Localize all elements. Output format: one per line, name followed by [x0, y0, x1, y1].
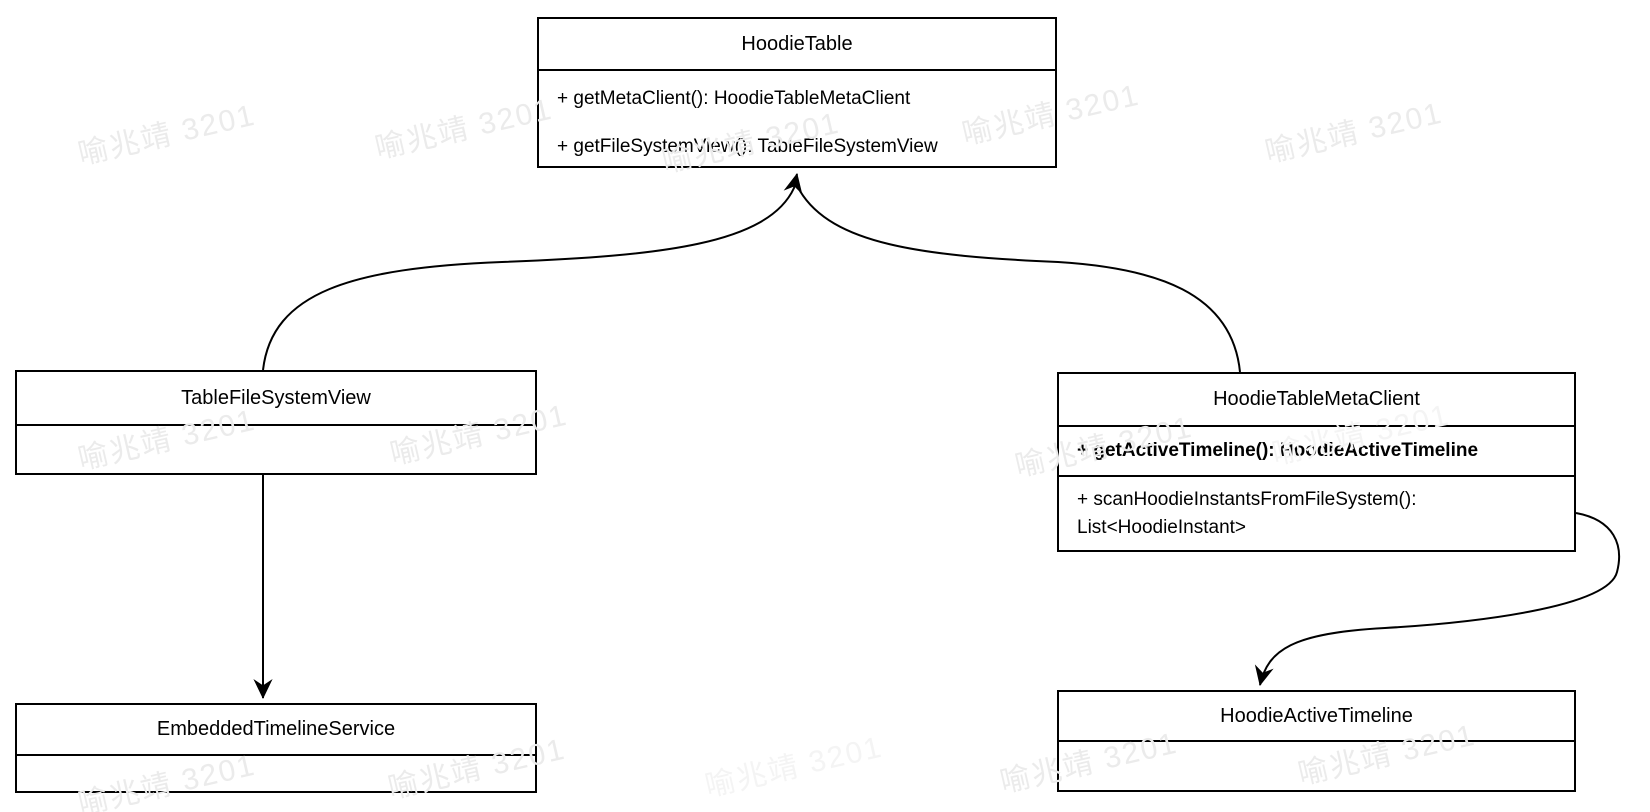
method-getfilesystemview: + getFileSystemView(): TableFileSystemVi…: [557, 136, 938, 157]
edge-tablefilesystemview-to-hoodietable: [262, 173, 803, 371]
class-methods-hoodietable: + getMetaClient(): HoodieTableMetaClient…: [539, 69, 1055, 171]
class-box-hoodieactivetimeline: HoodieActiveTimeline: [1057, 690, 1576, 792]
method-getmetaclient: + getMetaClient(): HoodieTableMetaClient: [557, 88, 911, 109]
watermark-text: 喻兆靖 3201: [1262, 96, 1446, 170]
class-empty-section: [17, 424, 535, 473]
class-title-embeddedtimelineservice: EmbeddedTimelineService: [156, 718, 396, 740]
class-empty-section: [17, 754, 535, 791]
class-empty-section: [1059, 740, 1574, 790]
class-title-hoodietablemetaclient: HoodieTableMetaClient: [1213, 388, 1420, 410]
class-title-hoodieactivetimeline: HoodieActiveTimeline: [1220, 704, 1413, 727]
class-box-tablefilesystemview: TableFileSystemView: [15, 370, 537, 475]
watermark-text: 喻兆靖 3201: [702, 730, 886, 804]
class-title-tablefilesystemview: TableFileSystemView: [181, 386, 371, 409]
edge-hoodietablemetaclient-to-hoodietable: [799, 190, 1241, 373]
class-box-hoodietablemetaclient: HoodieTableMetaClient + getActiveTimelin…: [1057, 372, 1576, 552]
method-scanhoodieinstants: + scanHoodieInstantsFromFileSystem(): Li…: [1059, 475, 1574, 550]
method-getactivetimeline: + getActiveTimeline(): HoodieActiveTimel…: [1059, 425, 1574, 475]
class-box-hoodietable: HoodieTable + getMetaClient(): HoodieTab…: [537, 17, 1057, 168]
watermark-text: 喻兆靖 3201: [75, 98, 259, 172]
class-box-embeddedtimelineservice: EmbeddedTimelineService: [15, 703, 537, 793]
class-title-hoodietable: HoodieTable: [741, 32, 853, 55]
watermark-text: 喻兆靖 3201: [372, 92, 556, 166]
